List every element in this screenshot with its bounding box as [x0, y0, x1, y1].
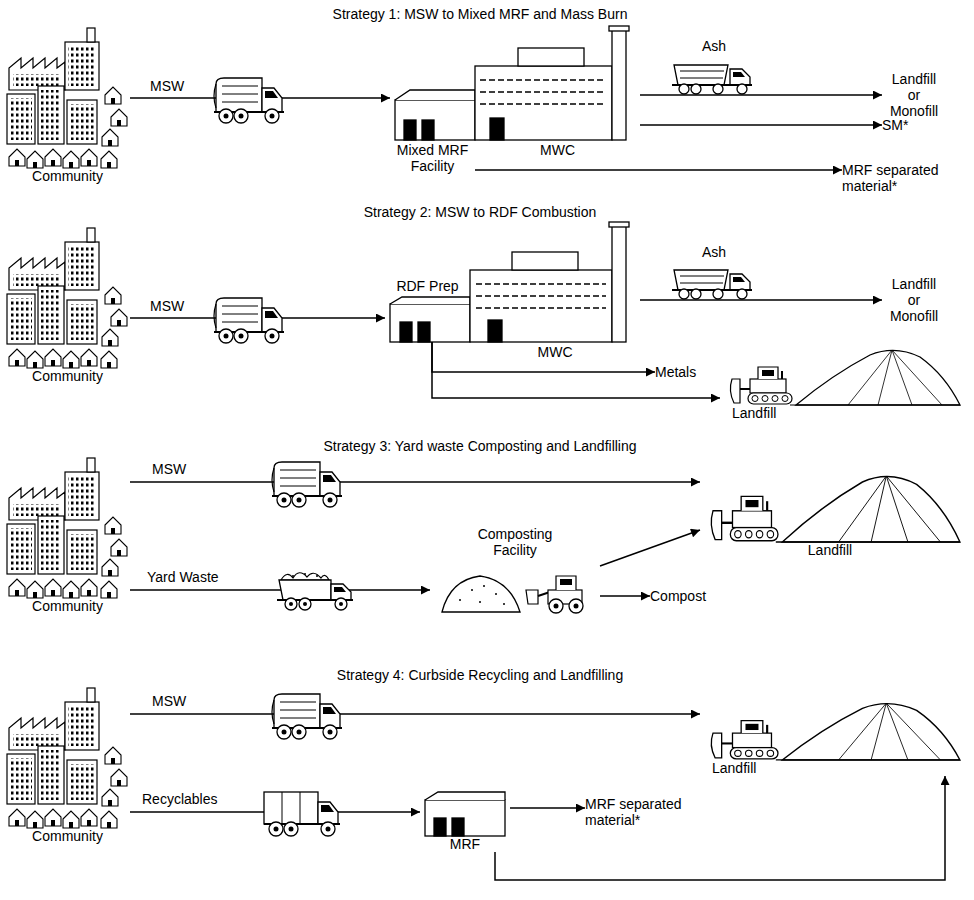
node-label: RDF Prep	[385, 278, 470, 294]
node-label: Landfill or Monofill	[886, 276, 942, 324]
node-label: MWC	[475, 142, 640, 158]
node-label: Landfill	[712, 760, 960, 776]
combustor: MWC	[475, 26, 640, 158]
mrf-facility: Mixed MRF Facility	[390, 78, 475, 174]
rdf-prep: RDF Prep	[385, 278, 470, 342]
community-illustration	[7, 228, 127, 368]
mwc-building	[475, 26, 629, 140]
flow-label: MSW	[150, 693, 188, 709]
ash-truck	[672, 270, 752, 299]
node-label: Community	[5, 828, 130, 844]
community-illustration	[7, 458, 127, 598]
flow-label: MSW	[148, 78, 186, 94]
node-label: SM*	[882, 117, 932, 133]
mrf-facility: MRF	[420, 788, 510, 852]
node-label: Compost	[650, 588, 720, 604]
community: Community	[5, 688, 130, 844]
destination: SM*	[882, 117, 932, 133]
node-label: Mixed MRF Facility	[393, 142, 473, 174]
node-label: Landfill	[732, 405, 960, 421]
ash-truck	[672, 65, 752, 94]
flow-arrow	[130, 97, 390, 99]
flow-arrow	[130, 317, 385, 319]
garbage-truck	[214, 78, 284, 123]
rdf-building	[390, 297, 470, 342]
node-label: MRF separated material*	[585, 796, 685, 828]
landfill-illustration	[711, 476, 960, 542]
community-illustration	[7, 688, 127, 828]
community: Community	[5, 458, 130, 614]
destination: Metals	[655, 364, 710, 380]
node-label: Landfill or Monofill	[886, 71, 942, 119]
flow-label: Recyclables	[140, 791, 219, 807]
flow-arrow	[510, 807, 585, 809]
flow-arrow	[640, 124, 882, 126]
node-label: Composting Facility	[470, 526, 560, 558]
flow-label: MSW	[148, 298, 186, 314]
flow-arrow	[130, 811, 420, 813]
garbage-truck	[272, 462, 342, 507]
node-label: Community	[5, 368, 130, 384]
flow-arrow	[495, 776, 945, 880]
flow-arrow	[130, 589, 430, 591]
flow-arrow	[432, 342, 655, 372]
landfill-illustration	[730, 350, 960, 405]
flow-label: Ash	[700, 38, 728, 54]
strategy-title: Strategy 3: Yard waste Composting and La…	[180, 438, 780, 454]
community: Community	[5, 28, 130, 184]
flow-arrow	[600, 595, 650, 597]
destination: Landfill or Monofill	[882, 276, 946, 324]
flow-arrow	[640, 94, 882, 96]
flow-arrow	[432, 342, 720, 398]
node-label: MRF separated material*	[842, 162, 942, 194]
flow-label: Ash	[700, 244, 728, 260]
strategy-title: Strategy 4: Curbside Recycling and Landf…	[180, 667, 780, 683]
node-label: MWC	[470, 344, 640, 360]
flow-label: MSW	[150, 461, 188, 477]
node-label: MRF	[420, 836, 510, 852]
garbage-truck	[272, 694, 342, 739]
flow-arrow	[475, 169, 842, 171]
yard-waste-truck	[277, 573, 353, 610]
mwc-building	[470, 222, 629, 342]
garbage-truck	[214, 298, 284, 343]
composting-illustration	[442, 576, 583, 613]
strategy-title: Strategy 1: MSW to Mixed MRF and Mass Bu…	[180, 6, 780, 22]
destination: MRF separated material*	[842, 162, 952, 194]
destination: Compost	[650, 588, 720, 604]
node-label: Community	[5, 168, 130, 184]
combustor: MWC	[470, 222, 640, 360]
flow-label: Yard Waste	[145, 569, 221, 585]
landfill: Landfill	[720, 345, 960, 421]
community-illustration	[7, 28, 127, 168]
landfill: Landfill	[700, 470, 960, 558]
flow-arrow	[640, 299, 882, 301]
node-label: Metals	[655, 364, 710, 380]
node-label: Community	[5, 598, 130, 614]
landfill-illustration	[711, 703, 960, 760]
flow-arrow	[600, 530, 700, 566]
destination: Landfill or Monofill	[882, 71, 946, 119]
recycling-truck	[264, 792, 340, 836]
node-label: Landfill	[700, 542, 960, 558]
mrf-building	[425, 792, 505, 836]
destination: MRF separated material*	[585, 796, 695, 828]
landfill: Landfill	[700, 698, 960, 776]
strategy-title: Strategy 2: MSW to RDF Combustion	[180, 204, 780, 220]
flow-arrow	[130, 481, 700, 483]
mrf-building	[395, 90, 475, 140]
composting-facility: Composting Facility	[430, 526, 600, 614]
flow-arrow	[130, 713, 700, 715]
community: Community	[5, 228, 130, 384]
